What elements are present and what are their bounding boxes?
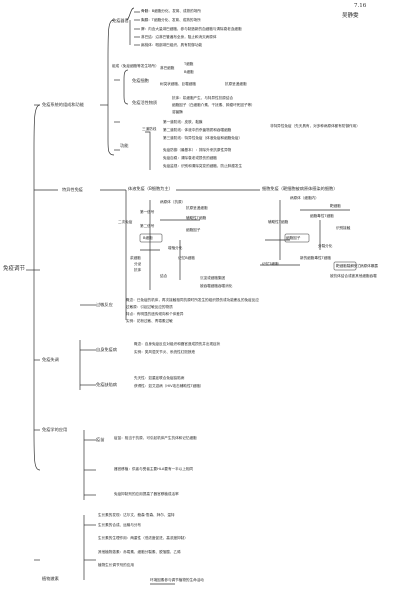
autoimmune-item: 实例：类风湿关节炎、系统性红斑狼疮 xyxy=(134,350,196,354)
other-cells-label: 树突状细胞、巨噬细胞 xyxy=(160,82,196,86)
cellular-step: 识别接触 xyxy=(336,226,351,230)
plant-hormone-footer: 环境因素参与调节植物的生命活动 xyxy=(150,578,204,582)
autoimmune-title: 自身免疫病 xyxy=(96,347,117,352)
cellular-step: 新的细胞毒性T细胞 xyxy=(300,256,331,260)
humoral-step: 增殖分化 xyxy=(168,246,183,250)
cellular-step: 细胞因子 xyxy=(286,236,301,240)
cellular-step: 细胞毒性T细胞 xyxy=(310,214,334,218)
func-item: 免疫防御（最基本）：排除外来抗原性异物 xyxy=(163,148,232,152)
humoral-step: 沉淀或细胞集团 xyxy=(200,276,226,280)
plant-hormone-item: 生长素的合成、运输与分布 xyxy=(98,523,142,527)
humoral-step: 辅助性T细胞 xyxy=(186,216,207,220)
humoral-step: 抗原呈递细胞 xyxy=(186,206,208,210)
func-item: 免疫监视：识别和清除突变的细胞，防止肿瘤发生 xyxy=(163,164,243,168)
humoral-step: 分泌 xyxy=(134,262,142,266)
plant-hormone-item: 其他植物激素：赤霉素、细胞分裂素、脱落酸、乙烯 xyxy=(98,550,181,554)
immunodeficiency-item: 先天性：如重症联合免疫缺陷病 xyxy=(134,376,185,380)
innate-label: 非特异性免疫（先天具有，对多种病原体都有防御作用） xyxy=(270,124,360,128)
cellular-step: 病原体暴露 xyxy=(360,264,378,268)
plant-hormone-item: 生长素的发现：达尔文、鲍森·詹森、拜尔、温特 xyxy=(98,513,175,517)
cellular-step: 被抗体结合或被其他细胞吞噬 xyxy=(330,274,377,278)
humoral-step: 被吞噬细胞吞噬消化 xyxy=(200,284,233,288)
molecule-item: 溶菌酶 xyxy=(172,110,183,114)
plant-hormone-item: 生长素的生理作用：两重性（低浓度促进，高浓度抑制） xyxy=(98,536,188,540)
organ-item: 扁桃体：咽部淋巴组织，具有防御功能 xyxy=(141,43,203,47)
cells-title: 免疫细胞 xyxy=(132,78,149,83)
branch5-title: 植物激素 xyxy=(42,576,59,581)
humoral-step: 二次免疫 xyxy=(118,220,133,224)
hyper-item: 实例：花粉过敏、青霉素过敏 xyxy=(126,319,173,323)
immunodeficiency-item: 获得性：如艾滋病（HIV攻击辅助性T细胞） xyxy=(134,384,204,388)
author-label: 吴静雯 xyxy=(342,13,359,19)
humoral-step: 浆细胞 xyxy=(130,256,141,260)
branch3-title: 免疫失调 xyxy=(42,357,59,362)
humoral-step: 第二信号 xyxy=(140,224,155,228)
plant-hormone-item: 植物生长调节剂的应用 xyxy=(98,563,134,567)
lines-label: 三道防线 xyxy=(142,127,157,131)
defense-item: 第二道防线：体液中的杀菌物质和吞噬细胞 xyxy=(163,128,232,132)
func-item: 免疫自稳：清除衰老或损伤的细胞 xyxy=(163,156,217,160)
cellular-step: 靶细胞 xyxy=(330,204,341,208)
humoral-step: 细胞因子 xyxy=(186,228,201,232)
branch4-title: 免疫学的应用 xyxy=(42,427,68,432)
cellular-step: 分裂分化 xyxy=(318,244,333,248)
cellular-title: 细胞免疫（靶细胞被病原体感染的细胞） xyxy=(262,186,338,191)
apc-label: 抗原呈递细胞 xyxy=(225,82,247,86)
organ-item: 胸腺：T细胞分化、发育、成熟的场所 xyxy=(141,18,201,22)
molecule-item: 细胞因子（白细胞介素、干扰素、肿瘤坏死因子等） xyxy=(172,103,255,107)
b-cell-label: B细胞 xyxy=(184,70,194,74)
humoral-step: 第一信号 xyxy=(140,210,155,214)
vaccine-label: 疫苗 xyxy=(96,437,105,442)
lymph-label: 淋巴细胞 xyxy=(160,66,175,70)
application-item: 免疫抑制剂的应用提高了器官移植成活率 xyxy=(114,492,179,496)
defense-title: 功能 xyxy=(120,143,129,148)
hyper-item: 特点：有明显的遗传倾向和个体差异 xyxy=(126,312,184,316)
branch1-title: 免疫系统的组成和功能 xyxy=(42,102,84,107)
molecules-title: 免疫活性物质 xyxy=(132,100,158,105)
cells-group-label: 组成（免疫细胞等发生场所） xyxy=(112,64,159,68)
humoral-step: 病原体（抗原） xyxy=(160,200,186,204)
date-label: 7.16 xyxy=(354,3,367,9)
application-item: 器官移植：供者与受者主要HLA要有一半以上相同 xyxy=(114,467,194,471)
application-item: 疫苗：相当于抗原，可引起机体产生抗体和记忆细胞 xyxy=(114,436,197,440)
humoral-step: B细胞 xyxy=(143,236,153,240)
t-cell-label: T细胞 xyxy=(184,62,194,66)
immunodeficiency-title: 免疫缺陷病 xyxy=(96,382,117,387)
cellular-step: 靶细胞裂解死亡 xyxy=(336,264,362,268)
cellular-step: 辅助性T细胞 xyxy=(268,220,289,224)
organ-item: 骨髓：B细胞分化、发育、成熟的场所 xyxy=(141,9,201,13)
humoral-step: 抗体 xyxy=(134,268,142,272)
organ-item: 脾：内含大量淋巴细胞，参与制造新的血细胞与清除衰老血细胞 xyxy=(141,27,242,31)
molecule-item: 抗体：浆细胞产生，与特异性抗原结合 xyxy=(172,96,234,100)
hyper-item: 概念：已免疫的机体，再次接触相同抗原时所发生的组织损伤或功能紊乱的免疫反应 xyxy=(126,298,259,302)
defense-item: 第一道防线：皮肤、黏膜 xyxy=(163,120,203,124)
organs-title: 免疫器官 xyxy=(112,18,129,23)
root-title: 免疫调节 xyxy=(3,266,26,272)
autoimmune-item: 概念：自身免疫反应对组织和器官造成损伤并出现症状 xyxy=(134,342,221,346)
organ-item: 淋巴结：沿淋巴管遍布全身，阻止和消灭病原体 xyxy=(141,35,217,39)
hyper-title: 过敏反应 xyxy=(96,302,113,307)
cellular-step: 病原体（细胞内） xyxy=(290,196,319,200)
humoral-step: 结合 xyxy=(160,274,168,278)
humoral-title: 体液免疫（B细胞为主） xyxy=(128,186,173,191)
branch2-title: 特异性免疫 xyxy=(62,187,83,192)
hyper-item: 过敏原：引起过敏反应的物质 xyxy=(126,305,173,309)
humoral-step: 记忆B细胞 xyxy=(178,256,195,260)
cellular-step: 记忆T细胞 xyxy=(262,262,279,266)
defense-item: 第三道防线：特异性免疫（体液免疫和细胞免疫） xyxy=(163,136,243,140)
